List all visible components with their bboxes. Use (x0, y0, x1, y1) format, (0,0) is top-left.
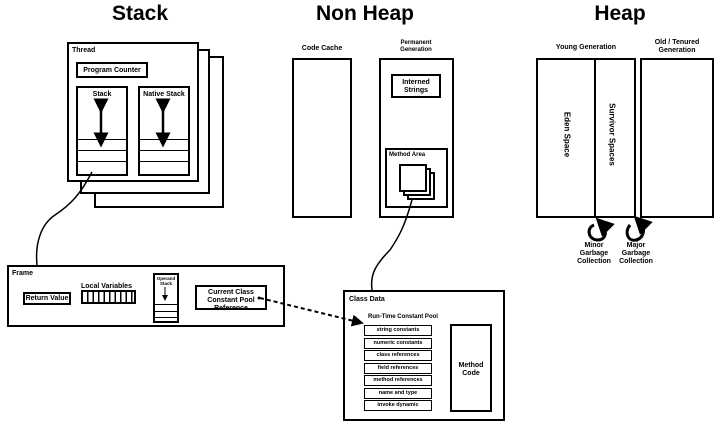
interned-strings-box: Interned Strings (391, 74, 441, 98)
permanent-generation-box: Interned Strings Method Area (379, 58, 454, 218)
stack-label: Stack (92, 91, 112, 98)
native-stack-slot (140, 161, 188, 162)
code-cache-label: Code Cache (301, 45, 343, 52)
constant-pool-reference-box: Current Class Constant Pool Reference (195, 285, 267, 312)
local-variables-label: Local Variables (81, 283, 132, 290)
class-data-label: Class Data (349, 296, 385, 303)
minor-gc-arrow (587, 217, 615, 242)
young-generation-box: Eden Space Survivor Spaces (536, 58, 636, 218)
non-heap-heading: Non Heap (315, 2, 414, 25)
native-stack-slot (140, 150, 188, 151)
constant-pool-reference-label: Current Class Constant Pool Reference (207, 289, 255, 312)
thread-label: Thread (72, 47, 96, 54)
method-area-page-front (399, 164, 427, 192)
generation-divider (594, 60, 596, 216)
class-data-box: Class Data Run-Time Constant Pool string… (343, 290, 505, 421)
old-generation-label: Old / Tenured Generation (654, 39, 700, 54)
constant-pool-title: Run-Time Constant Pool (368, 314, 438, 320)
return-value-box: Return Value (23, 292, 71, 305)
method-area-label: Method Area (389, 152, 426, 158)
stack-frame-slot (78, 150, 126, 151)
operand-stack-slot (155, 304, 177, 305)
code-cache-box (292, 58, 352, 218)
stack-frame-slot (78, 161, 126, 162)
runtime-constant-pool: string constants numeric constants class… (364, 325, 432, 413)
young-generation-label: Young Generation (555, 44, 617, 51)
interned-strings-label: Interned Strings (402, 79, 430, 94)
constant-pool-reference-arrow (259, 297, 364, 327)
method-area-box: Method Area (385, 148, 448, 208)
frame-label: Frame (12, 270, 34, 277)
pool-item-invoke-dynamic: invoke dynamic (364, 400, 432, 411)
pool-item-class-references: class references (364, 350, 432, 361)
method-area-to-class-data-connector (370, 199, 413, 291)
stack-heading: Stack (111, 2, 169, 25)
operand-stack-slot (155, 317, 177, 318)
major-gc-label: Major Garbage Collection (619, 242, 653, 265)
reference-dot (257, 296, 261, 300)
pool-item-numeric-constants: numeric constants (364, 337, 432, 349)
program-counter-box: Program Counter (76, 62, 148, 78)
method-code-label: Method Code (458, 362, 484, 377)
heap-heading: Heap (594, 2, 646, 25)
thread-to-frame-connector (35, 171, 93, 266)
native-stack-label: Native Stack (143, 91, 185, 98)
operand-stack-label: Operand Stack (156, 276, 176, 286)
pool-item-string-constants: string constants (364, 325, 432, 336)
program-counter-label: Program Counter (83, 67, 141, 74)
old-generation-box (640, 58, 714, 218)
method-code-box: Method Code (450, 324, 492, 412)
return-value-label: Return Value (25, 295, 69, 302)
pool-item-method-references: method references (364, 375, 432, 386)
permanent-generation-label: Permanent Generation (400, 40, 432, 53)
pool-item-name-and-type: name and type (364, 387, 432, 399)
local-variables-array (81, 290, 136, 304)
pool-item-field-references: field references (364, 362, 432, 374)
frame-box: Frame Return Value Local Variables Opera… (7, 265, 285, 327)
minor-gc-label: Minor Garbage Collection (577, 242, 611, 265)
operand-stack-slot (155, 311, 177, 312)
major-gc-arrow (625, 215, 653, 242)
